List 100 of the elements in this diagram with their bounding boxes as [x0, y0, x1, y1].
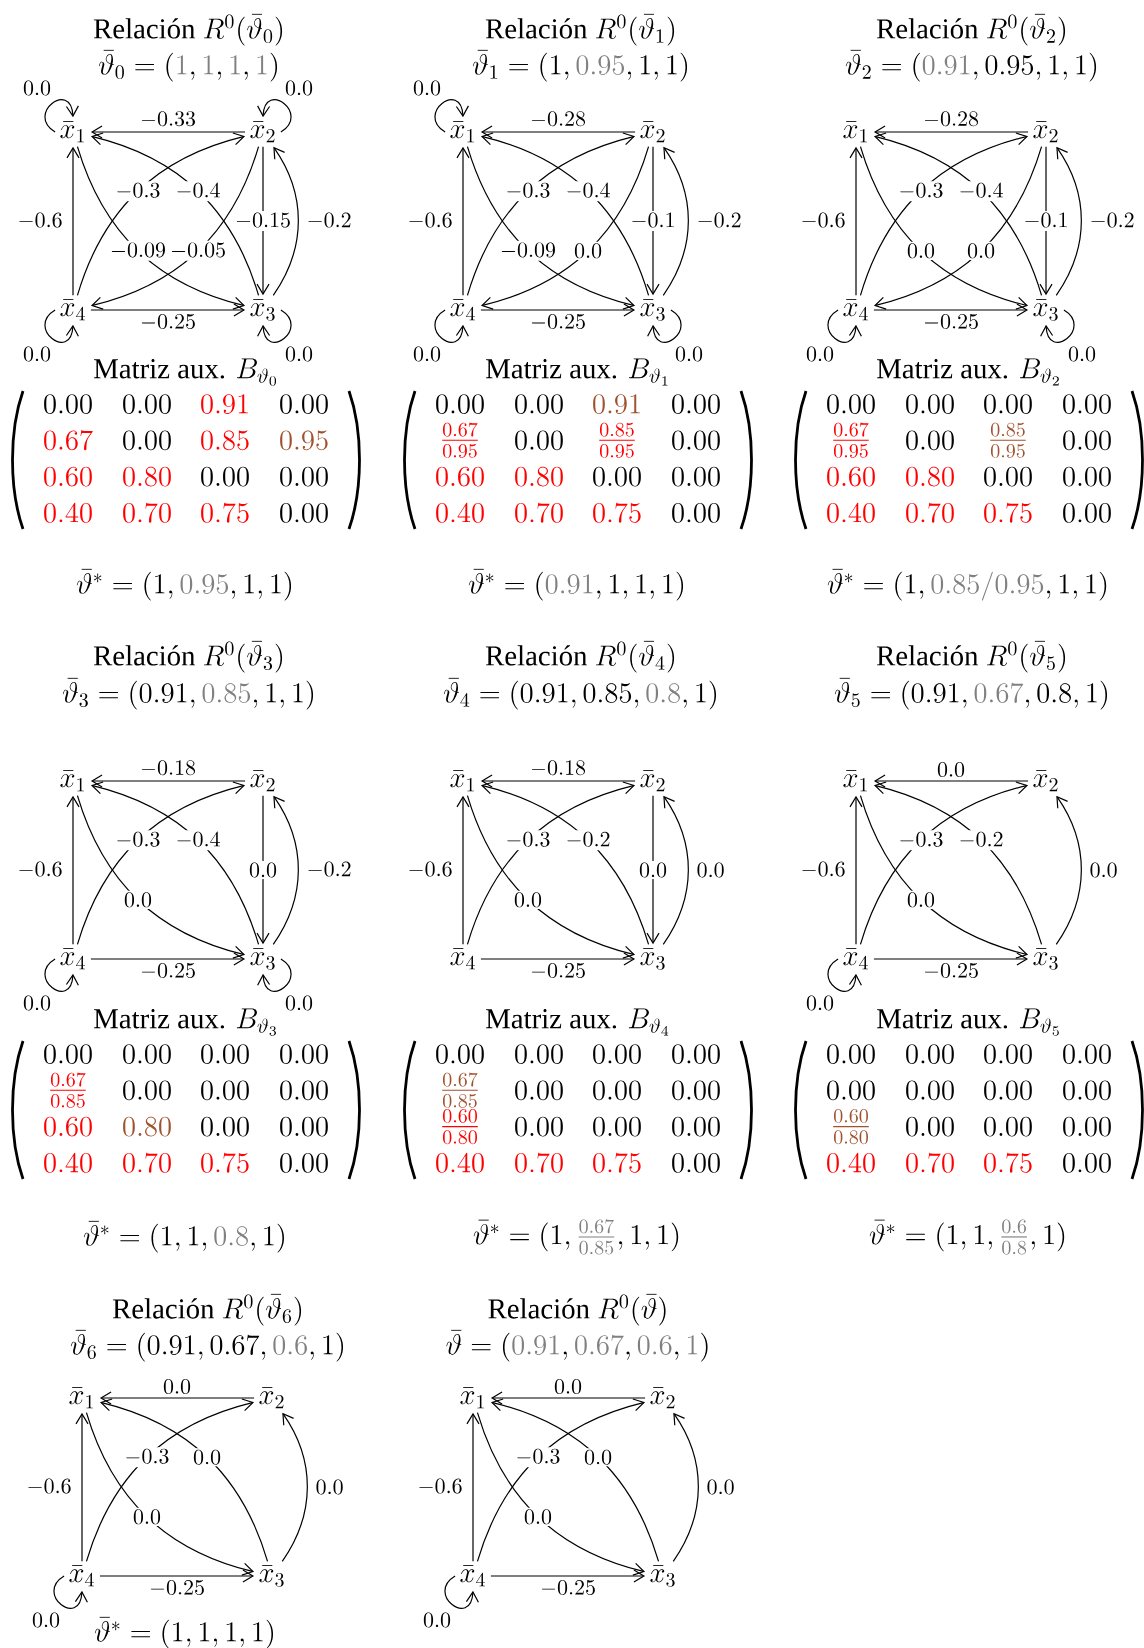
matrix-entry: $0.00$ — [672, 1044, 720, 1064]
matrix-entry: $0.40$ — [44, 502, 92, 523]
edge-label: $-0.3$ — [503, 830, 553, 851]
matrix-entry: $0.00$ — [906, 1044, 954, 1064]
edge-label: $-0.3$ — [503, 181, 553, 202]
loop-arrow — [827, 958, 862, 992]
arrow — [90, 132, 260, 296]
node-label: $\bar{x}_2$ — [1033, 770, 1058, 792]
arrow — [1039, 146, 1053, 296]
arrow — [466, 1412, 480, 1562]
vector-formula: $\bar{\vartheta}_3 = (0.91, {\color{gray}0.85}, 1, 1)$ — [62, 677, 314, 710]
edge-label: $-0.4$ — [956, 181, 1006, 202]
matrix-entry: $\frac{0.67}{0.95}$ — [442, 422, 478, 458]
matrix-entry: $0.00$ — [672, 430, 720, 451]
matrix-entry: $0.00$ — [906, 430, 954, 451]
edge-label: $-0.2$ — [308, 861, 351, 877]
edge-label: $0.0$ — [697, 862, 724, 878]
loop-arrow — [257, 99, 292, 133]
edge-label: $-0.28$ — [924, 111, 979, 127]
edge-label: $-0.3$ — [122, 1447, 172, 1468]
matrix-entry: $\frac{0.85}{0.95}$ — [990, 422, 1026, 458]
result-formula: $\bar{\vartheta}^* = ({\color{gray}0.91}, 1, 1, 1)$ — [468, 568, 684, 601]
matrix-entry: $0.70$ — [123, 502, 171, 523]
edge-label: $0.0$ — [1090, 862, 1117, 878]
node-label: $\bar{x}_1$ — [843, 121, 867, 143]
result-formula: $\bar{\vartheta}^* = (1, {\color{gray}0.85/0.95}, 1, 1)$ — [827, 568, 1107, 601]
matrix-entry: $0.00$ — [984, 1044, 1032, 1064]
arrow — [480, 132, 650, 296]
arrow — [490, 1569, 646, 1583]
edge-label: $-0.25$ — [531, 962, 585, 978]
matrix-entry: $0.85$ — [201, 430, 249, 451]
loop-arrow — [257, 309, 292, 343]
arrow — [85, 1398, 255, 1562]
matrix-entry: $0.95$ — [280, 430, 328, 451]
matrix-entry: $0.00$ — [593, 1044, 641, 1064]
edge-label: $-0.25$ — [541, 1579, 595, 1595]
matrix-entry: $0.00$ — [593, 1080, 641, 1101]
matrix-entry: $0.00$ — [201, 466, 249, 487]
arrow — [66, 146, 80, 296]
loop-arrow — [434, 99, 469, 133]
edge-label: $-0.25$ — [141, 962, 195, 978]
vector-formula: $\bar{\vartheta}_4 = (0.91, 0.85, {\color{gray}0.8}, 1)$ — [443, 677, 717, 710]
node-label: $\bar{x}_3$ — [250, 299, 275, 321]
panel-title: $\text{Relación } R^0(\bar{\vartheta}_6)$ — [112, 1293, 302, 1326]
matrix-entry: $0.70$ — [123, 1152, 171, 1173]
matrix-entry: $0.60$ — [44, 466, 92, 487]
matrix-title: $\text{Matriz aux. } B_{\vartheta_1}$ — [486, 358, 668, 386]
arrow — [859, 146, 1029, 310]
matrix-entry: $0.80$ — [123, 1116, 171, 1137]
matrix-entry: $0.00$ — [515, 1080, 563, 1101]
matrix-entry: $0.00$ — [672, 503, 720, 523]
node-label: $\bar{x}_2$ — [640, 770, 665, 792]
arrow — [456, 146, 470, 296]
edge-label: $0.0$ — [637, 860, 669, 880]
edge-label: $0.0$ — [572, 241, 605, 260]
edge-label: $0.0$ — [191, 1448, 224, 1467]
node-label: $\bar{x}_1$ — [460, 1387, 484, 1409]
matrix-entry: $0.00$ — [1063, 1044, 1111, 1064]
matrix-entry: $0.00$ — [515, 1044, 563, 1064]
edge-label: $-0.28$ — [531, 111, 586, 127]
vector-formula: $\bar{\vartheta}_2 = ({\color{gray}0.91}, 0.95, 1, 1)$ — [845, 49, 1097, 82]
edge-label: $0.0$ — [554, 1379, 582, 1395]
matrix-entry: $0.00$ — [906, 394, 954, 414]
arrow — [849, 795, 863, 945]
matrix-entry: $0.00$ — [1063, 430, 1111, 451]
matrix-entry: $0.40$ — [436, 1152, 484, 1173]
matrix-entry: $0.00$ — [984, 1080, 1032, 1101]
node-label: $\bar{x}_1$ — [843, 770, 867, 792]
node-label: $\bar{x}_1$ — [60, 121, 84, 143]
result-formula: $\bar{\vartheta}^* = (1, 1, {\color{gray}\frac{0.6}{0.8}}, 1)$ — [869, 1219, 1065, 1255]
arrow — [76, 132, 246, 296]
matrix-title: $\text{Matriz aux. } B_{\vartheta_0}$ — [94, 358, 277, 386]
matrix-entry: $0.91$ — [201, 394, 248, 414]
edge-label: $0.0$ — [130, 1507, 163, 1526]
edge-label: $-0.1$ — [628, 211, 678, 231]
arrow — [480, 952, 636, 966]
arrow — [873, 952, 1029, 966]
edge-label: $-0.25$ — [531, 313, 585, 329]
arrow — [480, 146, 650, 310]
edge-label: $-0.4$ — [173, 830, 223, 851]
matrix-title: $\text{Matriz aux. } B_{\vartheta_3}$ — [94, 1008, 276, 1036]
loop-arrow — [434, 309, 469, 343]
arrow — [75, 1412, 89, 1562]
edge-label: $0.0$ — [511, 890, 544, 909]
edge-label: $-0.33$ — [141, 111, 196, 127]
matrix-entry: $0.00$ — [123, 1080, 171, 1101]
loop-arrow — [1040, 309, 1075, 343]
edge-label: $-0.2$ — [563, 830, 613, 851]
edge-label: $0.0$ — [316, 1479, 343, 1495]
arrow — [849, 146, 863, 296]
edge-label: $-0.3$ — [513, 1447, 563, 1468]
edge-label: $-0.2$ — [1091, 212, 1134, 228]
arrow — [90, 781, 260, 945]
vector-formula: $\bar{\vartheta} = ({\color{gray}0.91}, {\color{gray}0.67}, {\color{gray}0.6}, {\color{gray}1})$ — [446, 1329, 708, 1362]
edge-label: $0.0$ — [806, 346, 834, 362]
matrix-entry: $\frac{0.67}{0.95}$ — [833, 422, 869, 458]
matrix-entry: $0.00$ — [280, 1153, 328, 1173]
edge-label: $-0.25$ — [150, 1579, 204, 1595]
arrow — [490, 1391, 646, 1405]
edge-label: $-0.25$ — [924, 962, 978, 978]
